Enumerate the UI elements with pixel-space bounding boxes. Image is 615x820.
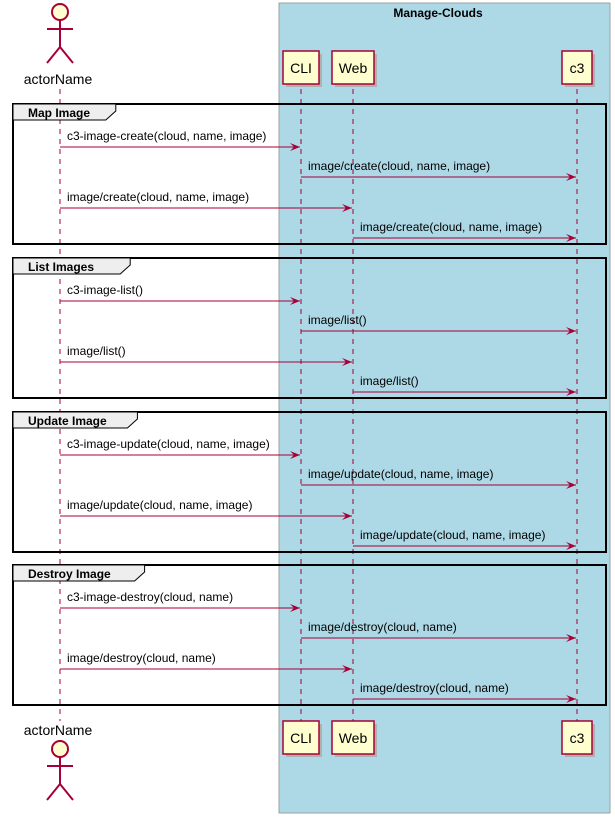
message-label: image/create(cloud, name, image) <box>308 159 490 173</box>
message-label: image/list() <box>308 313 367 327</box>
message-label: image/destroy(cloud, name) <box>308 620 457 634</box>
message-label: c3-image-create(cloud, name, image) <box>67 129 266 143</box>
message-label: c3-image-list() <box>67 283 143 297</box>
message-label: image/list() <box>67 344 126 358</box>
actor-stick-figure-icon <box>46 3 74 64</box>
message-label: image/destroy(cloud, name) <box>360 681 509 695</box>
message-label: image/update(cloud, name, image) <box>308 467 493 481</box>
frame-title: List Images <box>28 260 94 274</box>
participant-box-cli <box>282 720 320 755</box>
actor-top: actorName <box>24 3 93 87</box>
actor-bottom: actorName <box>24 722 93 801</box>
participant-label-cli: CLI <box>290 730 312 746</box>
frame-border <box>12 411 607 553</box>
frame-title: Update Image <box>28 414 107 428</box>
participant-box-c3 <box>561 50 593 85</box>
frame-title-tab <box>12 257 131 275</box>
participant-label-cli: CLI <box>290 60 312 76</box>
frame-0: Map Image c3-image-create(cloud, name, im… <box>12 103 607 245</box>
participant-box-web <box>331 720 375 755</box>
participant-box-cli <box>282 50 320 85</box>
actor-label-bottom: actorName <box>24 722 93 738</box>
actor-stick-figure-icon <box>46 740 74 801</box>
participant-c3-bottom: c3 <box>561 720 595 757</box>
participant-label-web: Web <box>339 60 368 76</box>
participant-box-c3 <box>561 720 593 755</box>
frame-title-tab <box>12 103 117 121</box>
message-label: image/create(cloud, name, image) <box>67 190 249 204</box>
frame-title: Map Image <box>28 106 90 120</box>
participant-label-c3: c3 <box>570 60 585 76</box>
message-label: image/update(cloud, name, image) <box>67 498 252 512</box>
message-label: image/update(cloud, name, image) <box>360 528 545 542</box>
participant-c3-top: c3 <box>561 50 595 87</box>
participant-box-web <box>331 50 375 85</box>
message-label: image/list() <box>360 374 419 388</box>
actor-label-top: actorName <box>24 71 93 87</box>
participant-label-c3: c3 <box>570 730 585 746</box>
participant-web-top: Web <box>331 50 377 87</box>
participant-box: Manage-Clouds <box>278 2 611 814</box>
groups: Map Image c3-image-create(cloud, name, im… <box>12 103 607 706</box>
message-label: image/destroy(cloud, name) <box>67 651 216 665</box>
frame-2: Update Image c3-image-update(cloud, name,… <box>12 411 607 553</box>
frame-title-tab <box>12 564 146 582</box>
frame-title: Destroy Image <box>28 567 111 581</box>
frame-border <box>12 103 607 245</box>
participant-cli-bottom: CLI <box>282 720 322 757</box>
participant-web-bottom: Web <box>331 720 377 757</box>
message-label: image/create(cloud, name, image) <box>360 220 542 234</box>
frame-border <box>12 257 607 399</box>
frame-border <box>12 564 607 706</box>
frame-3: Destroy Image c3-image-destroy(cloud, nam… <box>12 564 607 706</box>
message-label: c3-image-destroy(cloud, name) <box>67 590 233 604</box>
frame-title-tab <box>12 411 138 429</box>
participant-label-web: Web <box>339 730 368 746</box>
participant-cli-top: CLI <box>282 50 322 87</box>
message-label: c3-image-update(cloud, name, image) <box>67 437 270 451</box>
box-title: Manage-Clouds <box>393 6 483 20</box>
frame-1: List Images c3-image-list() image/list() im… <box>12 257 607 399</box>
